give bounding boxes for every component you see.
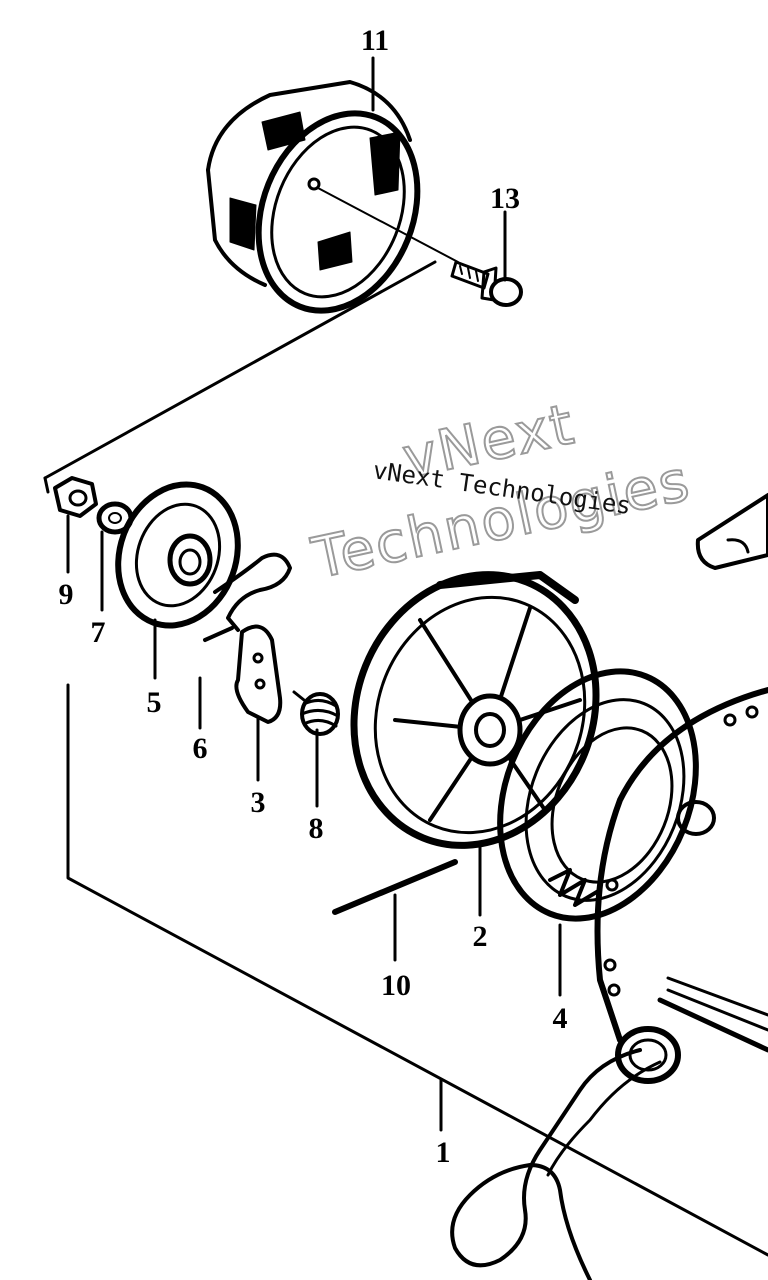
- part-10-rope-pin: [332, 859, 458, 915]
- part-3-ratchet-pawl: [234, 624, 283, 724]
- assembly-frame: [43, 260, 768, 1257]
- callout-2: 2: [473, 920, 488, 953]
- callout-labels: 11 13 9 7 5 6 3 8 2 10 4 1: [59, 24, 568, 1169]
- part-8-pawl-spring: [292, 690, 340, 736]
- part-6-spring-clip: [203, 552, 292, 642]
- part-9-nut: [53, 476, 98, 518]
- callout-5: 5: [147, 686, 162, 719]
- starter-rope-handle: [450, 1048, 662, 1280]
- part-5-friction-plate: [115, 481, 241, 629]
- watermark: vNext Technologies vNext Technologies: [305, 391, 697, 593]
- part-11-pulley-cup: [206, 80, 421, 314]
- part-2-reel: [350, 571, 600, 849]
- starter-case: [594, 493, 768, 1084]
- callout-11: 11: [361, 24, 389, 57]
- callout-8: 8: [309, 812, 324, 845]
- callout-6: 6: [193, 732, 208, 765]
- callout-10: 10: [381, 969, 411, 1002]
- callout-4: 4: [553, 1002, 568, 1035]
- callout-9: 9: [59, 578, 74, 611]
- callout-1: 1: [436, 1136, 451, 1169]
- leader-lines: [66, 56, 562, 1132]
- callout-3: 3: [251, 786, 266, 819]
- callout-7: 7: [91, 616, 106, 649]
- callout-13: 13: [490, 182, 520, 215]
